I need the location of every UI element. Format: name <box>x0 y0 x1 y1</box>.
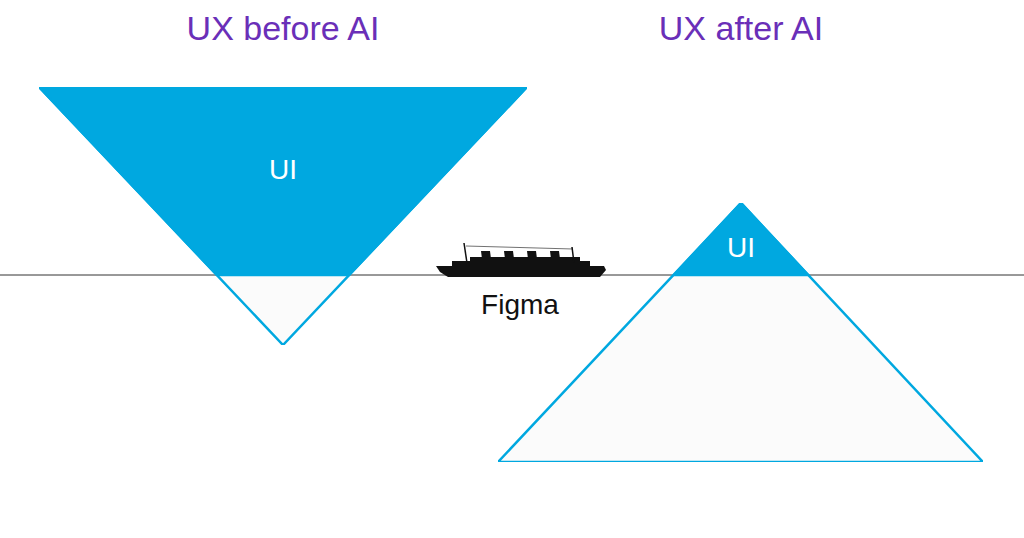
ship-label: Figma <box>481 289 559 321</box>
triangle-visible-part <box>674 203 808 275</box>
triangle-outline <box>39 87 527 345</box>
shape-label: UI <box>269 154 297 186</box>
shape-label: UI <box>727 232 755 264</box>
ship-silhouette <box>436 243 606 277</box>
section-heading: UX after AI <box>659 9 823 48</box>
triangle-body <box>498 203 983 462</box>
triangle-visible-part <box>39 87 527 275</box>
triangle-shape: UI <box>498 203 983 462</box>
triangle-body <box>39 87 527 345</box>
triangle-shape: UI <box>39 87 527 345</box>
section-heading: UX before AI <box>187 9 380 48</box>
